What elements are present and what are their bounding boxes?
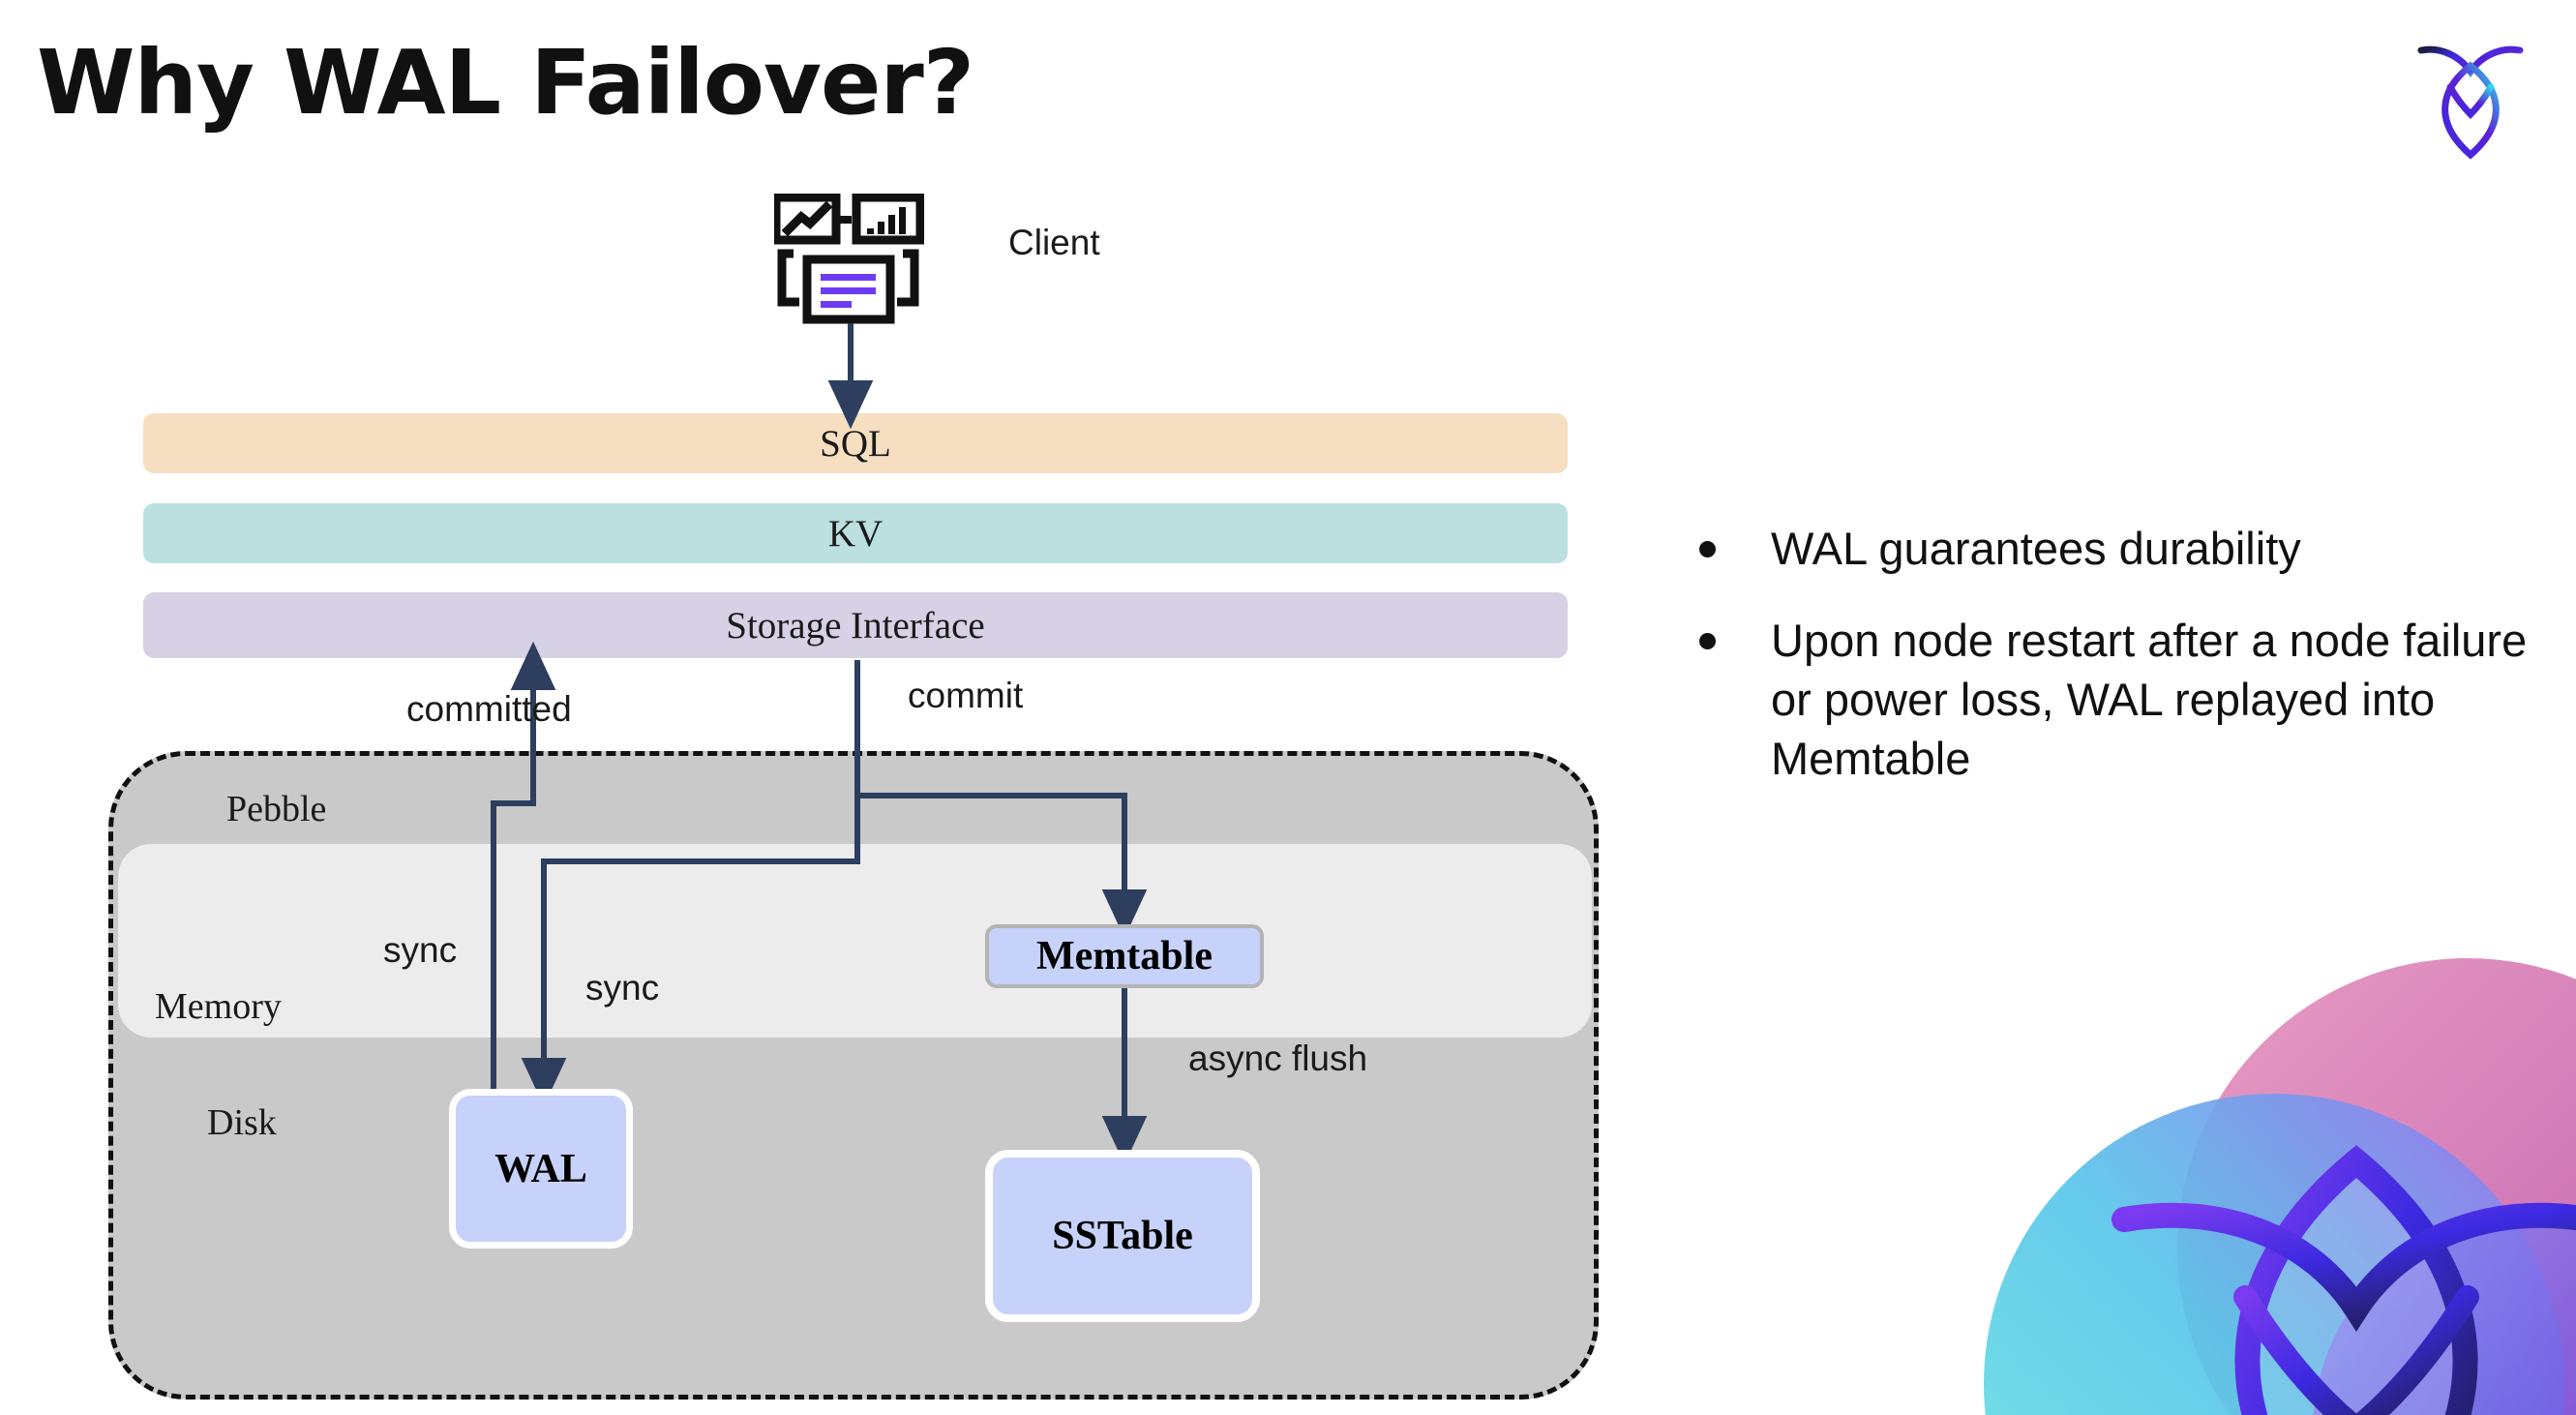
- layer-label-sql: SQL: [820, 422, 891, 465]
- node-wal[interactable]: WAL: [449, 1089, 633, 1249]
- cockroachdb-logo: [2411, 33, 2530, 170]
- memory-label: Memory: [155, 986, 282, 1027]
- layer-label-storage-interface: Storage Interface: [726, 604, 985, 647]
- edge-label-commit: commit: [908, 676, 1024, 715]
- node-label-sstable: SSTable: [1052, 1214, 1193, 1258]
- client-label: Client: [1008, 223, 1100, 262]
- page-title: Why WAL Failover?: [37, 31, 974, 135]
- disk-label: Disk: [207, 1102, 277, 1143]
- bullet-dot-icon: [1699, 633, 1716, 650]
- edge-label-sync-1: sync: [383, 930, 458, 970]
- bullet-text: Upon node restart after a node failure o…: [1771, 615, 2528, 785]
- edge-label-sync-2: sync: [585, 968, 660, 1008]
- node-label-memtable: Memtable: [1036, 934, 1213, 978]
- layer-label-kv: KV: [827, 512, 884, 555]
- bullet-text: WAL guarantees durability: [1771, 523, 2301, 574]
- layer-bar-sql[interactable]: SQL: [143, 413, 1568, 473]
- edge-label-async-flush: async flush: [1188, 1039, 1368, 1078]
- pebble-label: Pebble: [226, 789, 327, 829]
- bullet-dot-icon: [1699, 541, 1716, 557]
- client-dashboard-icon: [771, 193, 925, 324]
- layer-bar-storage-interface[interactable]: Storage Interface: [143, 592, 1568, 658]
- node-memtable[interactable]: Memtable: [985, 924, 1264, 988]
- bullet-list: WAL guarantees durability Upon node rest…: [1699, 519, 2531, 821]
- node-label-wal: WAL: [494, 1146, 587, 1191]
- list-item: WAL guarantees durability: [1699, 519, 2531, 578]
- cockroachdb-watermark: [1955, 929, 2576, 1415]
- list-item: Upon node restart after a node failure o…: [1699, 611, 2531, 788]
- memory-zone: [118, 844, 1592, 1038]
- node-sstable[interactable]: SSTable: [985, 1150, 1260, 1322]
- layer-bar-kv[interactable]: KV: [143, 503, 1568, 563]
- architecture-diagram: Client Pebble Memory Disk SQL KV Storage…: [108, 193, 1599, 1400]
- edge-label-committed: committed: [406, 689, 572, 729]
